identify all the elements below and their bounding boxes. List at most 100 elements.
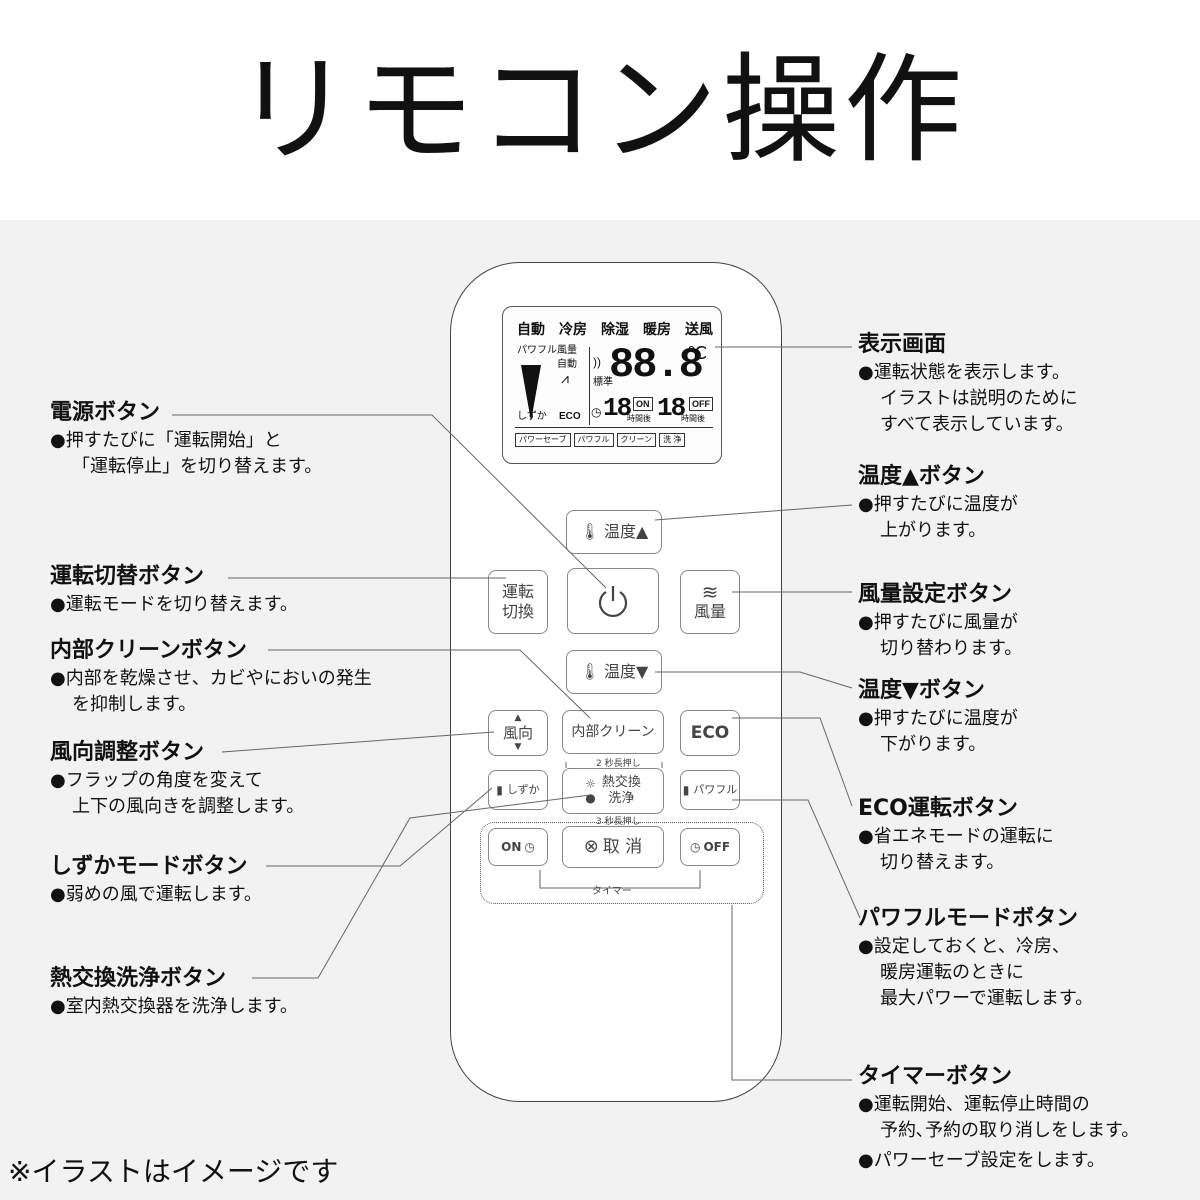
- heat-label-2: 洗浄: [608, 791, 635, 806]
- power-button[interactable]: [567, 568, 659, 634]
- annotation-temp-up-title: 温度▲ボタン: [858, 464, 985, 489]
- annotation-timer-title: タイマーボタン: [858, 1064, 1013, 1089]
- lcd-on-box: ON: [633, 397, 653, 411]
- annotation-mode-line: ●運転モードを切り替えます。: [50, 594, 298, 615]
- mode-switch-button[interactable]: 運転 切換: [488, 570, 548, 634]
- annotation-power: 電源ボタン ●押すたびに「運転開始」と 「運転停止」を切り替えます。: [50, 398, 322, 480]
- quiet-mode-button[interactable]: ▮ しずか: [488, 770, 548, 810]
- sun-drop-icon: ☼●: [585, 777, 596, 805]
- lcd-mode-row: 自動 冷房 除湿 暖房 送風: [517, 319, 713, 339]
- timer-cancel-button[interactable]: ⊗ 取 消: [562, 826, 664, 868]
- annotation-powerful-line: ●設定しておくと、冷房、: [858, 936, 1070, 957]
- air-direction-button[interactable]: ▲ 風向 ▼: [488, 710, 548, 756]
- clock-icon: ◷: [524, 840, 535, 854]
- annotation-fan: 風量設定ボタン ●押すたびに風量が 切り替わります。: [858, 580, 1022, 662]
- annotation-temp-down-line: ●押すたびに温度が: [858, 708, 1018, 729]
- power-icon: [598, 586, 628, 617]
- lcd-powerful: パワフル: [517, 345, 557, 356]
- annotation-display-line: イラストは説明のために: [880, 388, 1078, 409]
- quiet-bars-icon: ▮: [496, 783, 503, 797]
- annotation-heat-line: ●室内熱交換器を洗浄します。: [50, 996, 298, 1017]
- lcd-bottom-row: パワーセーブ パワフル クリーン 洗 浄: [515, 433, 713, 447]
- powerful-label: パワフル: [693, 783, 738, 796]
- annotation-direction-title: 風向調整ボタン: [50, 740, 205, 765]
- inner-clean-button[interactable]: 内部クリーン: [562, 710, 664, 754]
- annotation-eco-line: 切り替えます。: [880, 852, 1005, 873]
- annotation-powerful-title: パワフルモードボタン: [858, 906, 1079, 931]
- annotation-display-line: ●運転状態を表示します。: [858, 362, 1070, 383]
- lcd-display: 自動 冷房 除湿 暖房 送風 パワフル 風量 自動 ⩘ しずか ECO )) 標…: [502, 306, 722, 464]
- wind-icon: ≋: [701, 580, 719, 604]
- clock-icon: ◷: [689, 840, 701, 854]
- lcd-fan-label: 風量: [557, 345, 577, 356]
- annotation-temp-up-line: ●押すたびに温度が: [858, 494, 1018, 515]
- annotation-temp-down-line: 下がります。: [880, 734, 987, 755]
- lcd-clean: クリーン: [616, 433, 657, 447]
- fan-speed-button[interactable]: ≋ 風量: [680, 570, 740, 634]
- annotation-powerful-line: 暖房運転のときに: [880, 962, 1024, 983]
- annotation-eco: ECO運転ボタン ●省エネモードの運転に 切り替えます。: [858, 794, 1054, 876]
- annotation-temp-up: 温度▲ボタン ●押すたびに温度が 上がります。: [858, 462, 1018, 544]
- annotation-inner-clean: 内部クリーンボタン ●内部を乾燥させ、カビやにおいの発生 を抑制します。: [50, 636, 372, 718]
- mode-label-2: 切換: [501, 602, 534, 621]
- inner-clean-label: 内部クリーン: [571, 724, 655, 740]
- annotation-heat: 熱交換洗浄ボタン ●室内熱交換器を洗浄します。: [50, 964, 298, 1020]
- annotation-fan-line: ●押すたびに風量が: [858, 612, 1018, 633]
- timer-on-label: ON: [501, 840, 522, 854]
- annotation-timer-line: 予約､予約の取り消しをします。: [880, 1120, 1140, 1141]
- powerful-mode-button[interactable]: ▮ パワフル: [680, 770, 740, 810]
- annotation-powerful-line: 最大パワーで運転します。: [880, 988, 1094, 1009]
- lcd-quiet: しずか: [517, 411, 547, 422]
- lcd-signal-icon: )): [593, 355, 601, 369]
- thermometer-icon: 🌡: [579, 662, 600, 681]
- timer-off-button[interactable]: ◷ OFF: [680, 828, 740, 866]
- lcd-mode-heat: 暖房: [643, 321, 671, 337]
- annotation-timer-line: ●運転開始、運転停止時間の: [858, 1094, 1090, 1115]
- annotation-direction: 風向調整ボタン ●フラップの角度を変えて 上下の風向きを調整します。: [50, 738, 304, 820]
- cancel-label: 取 消: [602, 837, 643, 857]
- heat-exchanger-wash-button[interactable]: ☼● 熱交換 洗浄: [562, 768, 664, 814]
- lcd-off-box: OFF: [689, 397, 713, 411]
- annotation-quiet: しずかモードボタン ●弱めの風で運転します。: [50, 852, 262, 908]
- lcd-mode-cool: 冷房: [559, 321, 587, 337]
- lcd-eco: ECO: [559, 411, 581, 422]
- lcd-timer-on-value: 18: [603, 393, 632, 423]
- annotation-inner-clean-title: 内部クリーンボタン: [50, 638, 247, 663]
- lcd-powerful-box: パワフル: [573, 433, 614, 447]
- lcd-standard: 標準: [593, 377, 613, 388]
- eco-button[interactable]: ECO: [680, 710, 740, 756]
- annotation-power-title: 電源ボタン: [50, 400, 161, 425]
- annotation-timer-line: ●パワーセーブ設定をします。: [858, 1150, 1105, 1171]
- lcd-rule: [515, 427, 713, 428]
- page-title: リモコン操作: [233, 41, 966, 179]
- annotation-timer: タイマーボタン ●運転開始、運転停止時間の 予約､予約の取り消しをします。 ●パ…: [858, 1062, 1139, 1174]
- annotation-heat-title: 熱交換洗浄ボタン: [50, 966, 227, 991]
- temp-down-label: 温度▼: [604, 662, 649, 681]
- lcd-fan-level-bar: [521, 365, 541, 421]
- annotation-power-line: 「運転停止」を切り替えます。: [72, 456, 323, 477]
- annotation-fan-line: 切り替わります。: [880, 638, 1023, 659]
- lcd-wash: 洗 浄: [659, 433, 686, 447]
- timer-on-button[interactable]: ON ◷: [488, 828, 548, 866]
- eco-label: ECO: [690, 723, 730, 743]
- annotation-quiet-line: ●弱めの風で運転します。: [50, 884, 262, 905]
- annotation-temp-down-title: 温度▼ボタン: [858, 678, 985, 703]
- lcd-temperature: 88.8: [609, 341, 704, 389]
- lcd-mode-fan: 送風: [685, 321, 713, 337]
- arrow-up-icon: ▲: [514, 713, 522, 723]
- annotation-inner-clean-line: を抑制します。: [72, 694, 197, 715]
- temp-down-button[interactable]: 🌡 温度▼: [566, 650, 662, 694]
- lcd-swing-icon: ⩘: [561, 370, 569, 386]
- cancel-clock-icon: ⊗: [583, 836, 599, 857]
- annotation-mode-title: 運転切替ボタン: [50, 564, 205, 589]
- temp-up-button[interactable]: 🌡 温度▲: [566, 510, 662, 554]
- lcd-mode-dry: 除湿: [601, 321, 629, 337]
- arrow-down-icon: ▼: [514, 742, 522, 752]
- lcd-timer-off-value: 18: [657, 393, 686, 423]
- annotation-inner-clean-line: ●内部を乾燥させ、カビやにおいの発生: [50, 668, 372, 689]
- annotation-display-title: 表示画面: [858, 332, 947, 357]
- annotation-powerful: パワフルモードボタン ●設定しておくと、冷房、 暖房運転のときに 最大パワーで運…: [858, 904, 1093, 1012]
- lcd-mode-auto: 自動: [517, 321, 545, 337]
- lcd-hours-after-off: 時間後: [681, 414, 705, 423]
- annotation-quiet-title: しずかモードボタン: [50, 854, 248, 879]
